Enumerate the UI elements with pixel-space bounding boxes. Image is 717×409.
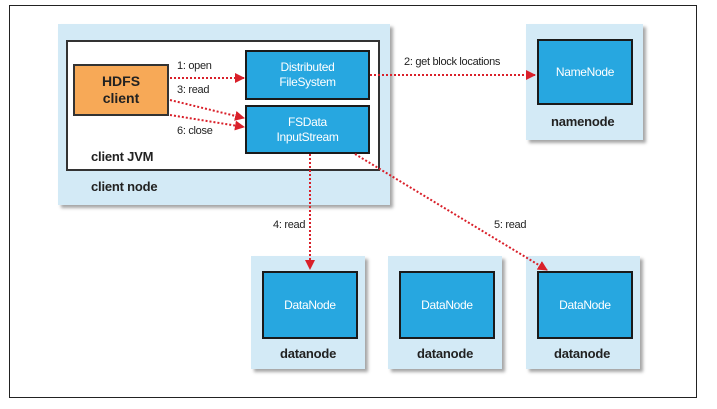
- datanode-2-label: datanode: [417, 346, 474, 361]
- arrow-read-3: [169, 99, 245, 121]
- datanode-1-component[interactable]: DataNode: [262, 271, 358, 339]
- arrow-label-open: 1: open: [177, 60, 212, 72]
- namenode-label: namenode: [551, 114, 615, 129]
- datanode-1-label: datanode: [280, 346, 337, 361]
- arrow-label-close: 6: close: [177, 125, 213, 137]
- datanode-3-component[interactable]: DataNode: [537, 271, 633, 339]
- hdfs-client[interactable]: HDFS client: [73, 64, 169, 116]
- arrow-label-read-5: 5: read: [494, 219, 527, 231]
- arrow-close: [169, 114, 245, 131]
- datanode-3-label: datanode: [554, 346, 611, 361]
- namenode-component[interactable]: NameNode: [537, 39, 633, 105]
- client-node-label: client node: [91, 179, 158, 194]
- arrow-read-5: [354, 153, 548, 271]
- fsdata-inputstream[interactable]: FSData InputStream: [245, 105, 370, 154]
- client-jvm-label: client JVM: [91, 149, 154, 164]
- arrow-label-read-4: 4: read: [273, 219, 306, 231]
- distributed-filesystem[interactable]: Distributed FileSystem: [245, 50, 370, 100]
- arrow-label-read-3: 3: read: [177, 84, 210, 96]
- arrow-label-get-block-locations: 2: get block locations: [404, 56, 501, 68]
- datanode-2-component[interactable]: DataNode: [399, 271, 495, 339]
